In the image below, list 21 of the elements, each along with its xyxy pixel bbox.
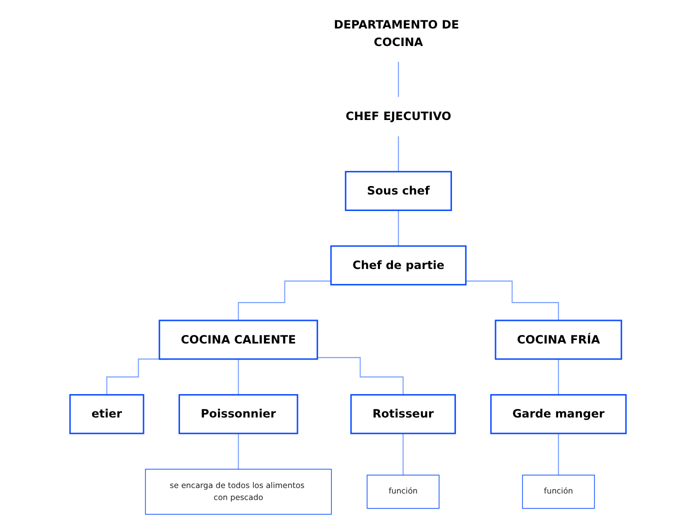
node-text: CHEF EJECUTIVO [346, 109, 452, 124]
node-box: Sous chef [344, 170, 452, 211]
node-box: Chef de partie [330, 245, 467, 286]
connector [238, 358, 239, 396]
connector [238, 280, 331, 321]
connector [238, 432, 239, 470]
node-box: Garde manger [490, 394, 627, 434]
connector [317, 357, 404, 396]
node-box: Rotisseur [350, 394, 456, 434]
node-box: etier [69, 394, 144, 434]
node-box: COCINA FRÍA [494, 320, 622, 360]
node-box: Poissonnier [178, 394, 298, 434]
connector [398, 135, 399, 172]
node-text: DEPARTAMENTO DE COCINA [334, 18, 460, 49]
connector [402, 432, 404, 476]
connector [558, 358, 559, 396]
connector [466, 280, 559, 321]
node-box: COCINA CALIENTE [158, 320, 318, 360]
connector [398, 210, 399, 247]
connector [398, 60, 399, 98]
connector [558, 432, 559, 476]
